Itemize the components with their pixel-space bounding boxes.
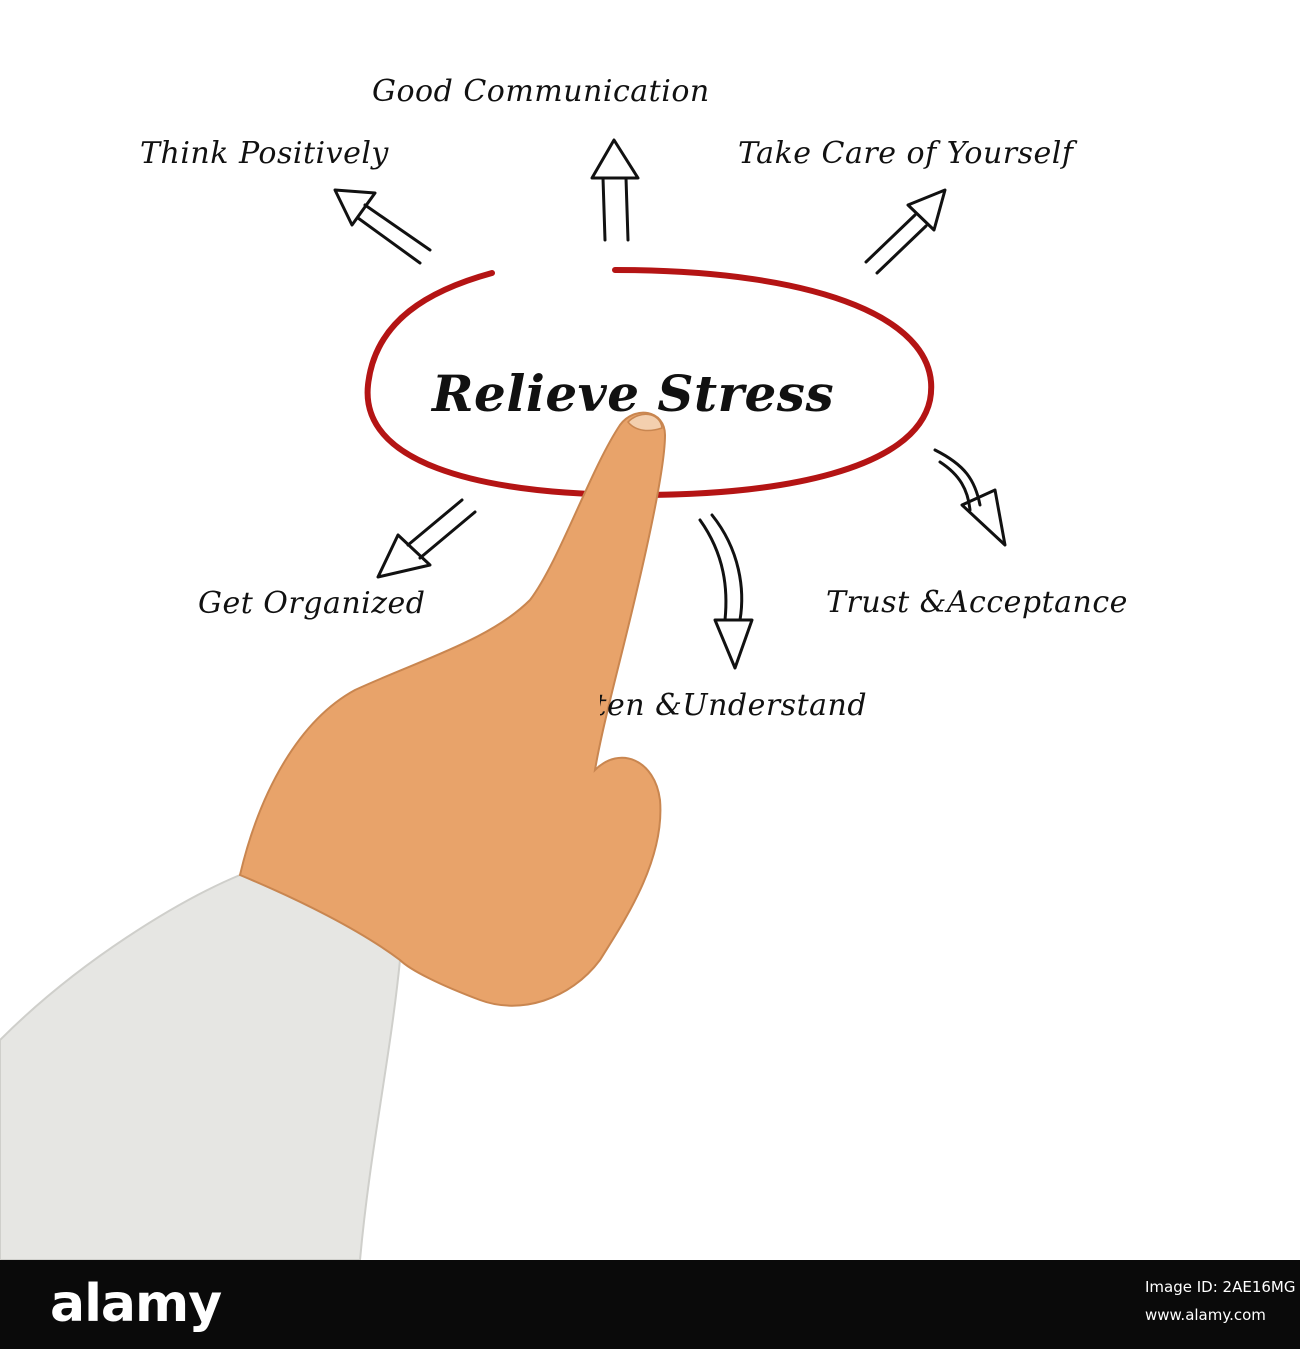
- label-think-positively: Think Positively: [140, 136, 389, 171]
- arrow-to-think-positively: [335, 190, 430, 263]
- label-good-communication: Good Communication: [372, 74, 710, 109]
- arrow-to-trust: [935, 450, 1005, 545]
- arrow-to-listen: [700, 515, 752, 668]
- sleeve: [0, 875, 400, 1260]
- label-trust-acceptance: Trust &Acceptance: [826, 585, 1128, 620]
- arrow-to-good-communication: [592, 140, 638, 240]
- center-label: Relieve Stress: [432, 364, 834, 423]
- watermark-bar: alamy Image ID: 2AE16MG www.alamy.com: [0, 1260, 1300, 1349]
- arrow-to-get-organized: [378, 500, 475, 577]
- pointing-hand: [0, 413, 665, 1260]
- image-id-text: Image ID: 2AE16MG: [1145, 1278, 1295, 1296]
- label-take-care-of-yourself: Take Care of Yourself: [738, 136, 1073, 171]
- alamy-logo: alamy: [50, 1274, 221, 1334]
- image-url-text: www.alamy.com: [1145, 1306, 1266, 1324]
- diagram-photo: [0, 0, 1300, 1260]
- arrow-to-take-care: [866, 190, 945, 273]
- label-get-organized: Get Organized: [198, 586, 426, 621]
